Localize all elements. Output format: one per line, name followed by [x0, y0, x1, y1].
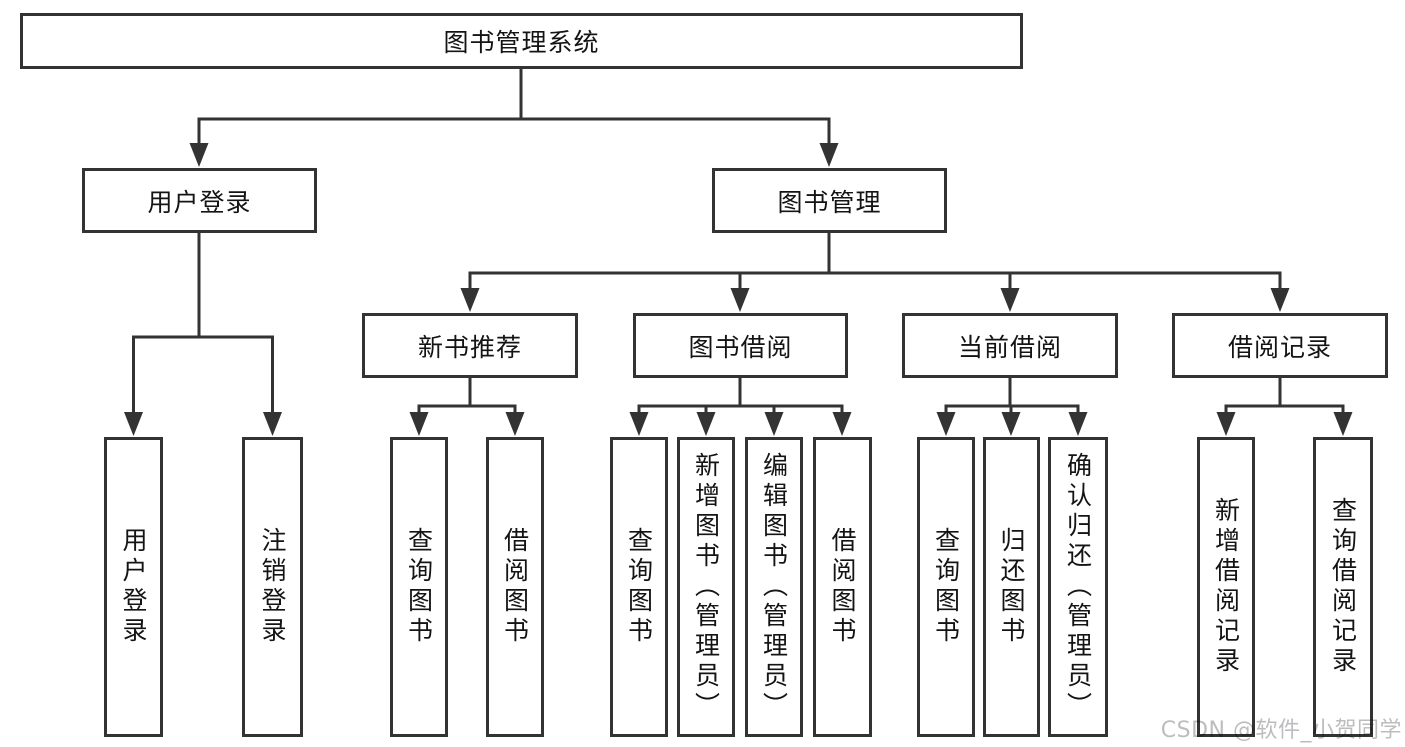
node-label: 查询借阅记录 — [1328, 497, 1358, 677]
arrowhead — [263, 412, 282, 436]
arrowhead — [409, 412, 429, 436]
node-label: 新增图书（管理员） — [691, 452, 721, 722]
arrowhead — [832, 412, 852, 436]
leaf-user-login: 用户登录 — [104, 437, 163, 737]
leaf-add-borrow-record: 新增借阅记录 — [1197, 437, 1255, 737]
leaf-borrow-books: 借阅图书 — [813, 437, 872, 737]
arrowhead — [1000, 288, 1020, 312]
node-current-borrowing: 当前借阅 — [902, 313, 1118, 378]
node-label: 查询图书 — [624, 527, 654, 647]
arrowhead — [1333, 412, 1353, 436]
arrowhead — [936, 412, 956, 436]
node-label: 查询图书 — [404, 527, 434, 647]
node-book-borrowing: 图书借阅 — [633, 313, 848, 378]
arrowhead — [819, 143, 839, 167]
leaf-query-books-recommend: 查询图书 — [390, 437, 448, 737]
leaf-logout: 注销登录 — [242, 437, 303, 737]
node-user-login: 用户登录 — [82, 168, 317, 233]
arrowhead — [1001, 412, 1021, 436]
arrowhead — [1270, 288, 1290, 312]
node-label: 当前借阅 — [957, 332, 1062, 362]
node-label: 新增借阅记录 — [1211, 497, 1241, 677]
leaf-edit-books-admin: 编辑图书（管理员） — [745, 437, 803, 737]
node-label: 归还图书 — [997, 527, 1026, 647]
leaf-query-books-current: 查询图书 — [917, 437, 975, 737]
node-label: 新书推荐 — [417, 332, 522, 362]
leaf-return-books: 归还图书 — [983, 437, 1040, 737]
connector-new-book — [417, 376, 517, 416]
arrowhead — [764, 412, 784, 436]
node-borrow-records: 借阅记录 — [1172, 313, 1388, 378]
leaf-query-books-borrowing: 查询图书 — [610, 437, 668, 737]
arrowhead — [629, 412, 649, 436]
node-label: 用户登录 — [119, 527, 148, 647]
node-label: 用户登录 — [147, 187, 252, 217]
arrowhead — [189, 143, 209, 167]
leaf-borrow-books-recommend: 借阅图书 — [486, 437, 544, 737]
node-label: 确认归还（管理员） — [1063, 452, 1093, 722]
node-label: 查询图书 — [931, 527, 961, 647]
node-new-book-recommend: 新书推荐 — [362, 313, 578, 378]
node-label: 图书管理系统 — [443, 28, 600, 57]
connector-book-borrowing — [637, 376, 844, 416]
arrowhead — [124, 412, 143, 436]
arrowhead — [460, 288, 480, 312]
node-label: 编辑图书（管理员） — [759, 452, 789, 722]
leaf-confirm-return-admin: 确认归还（管理员） — [1048, 437, 1108, 737]
node-label: 借阅记录 — [1227, 332, 1332, 362]
leaf-query-borrow-record: 查询借阅记录 — [1313, 437, 1373, 737]
node-label: 注销登录 — [258, 527, 287, 647]
connector-root — [197, 67, 831, 147]
node-label: 图书借阅 — [688, 332, 793, 362]
node-label: 图书管理 — [777, 187, 882, 217]
node-label: 借阅图书 — [500, 527, 530, 647]
arrowhead — [1216, 412, 1236, 436]
connector-borrow-records — [1224, 376, 1345, 416]
arrowhead — [730, 288, 750, 312]
node-label: 借阅图书 — [828, 527, 857, 647]
leaf-add-books-admin: 新增图书（管理员） — [677, 437, 735, 737]
arrowhead — [1068, 412, 1088, 436]
csdn-watermark: CSDN @软件_小贺同学 — [1160, 718, 1402, 743]
connector-user-login — [132, 231, 274, 416]
arrowhead — [696, 412, 716, 436]
node-book-management: 图书管理 — [712, 168, 947, 233]
connector-current-borrowing — [944, 376, 1080, 416]
node-library-system: 图书管理系统 — [20, 13, 1023, 69]
arrowhead — [505, 412, 525, 436]
connector-book-management — [468, 231, 1282, 292]
